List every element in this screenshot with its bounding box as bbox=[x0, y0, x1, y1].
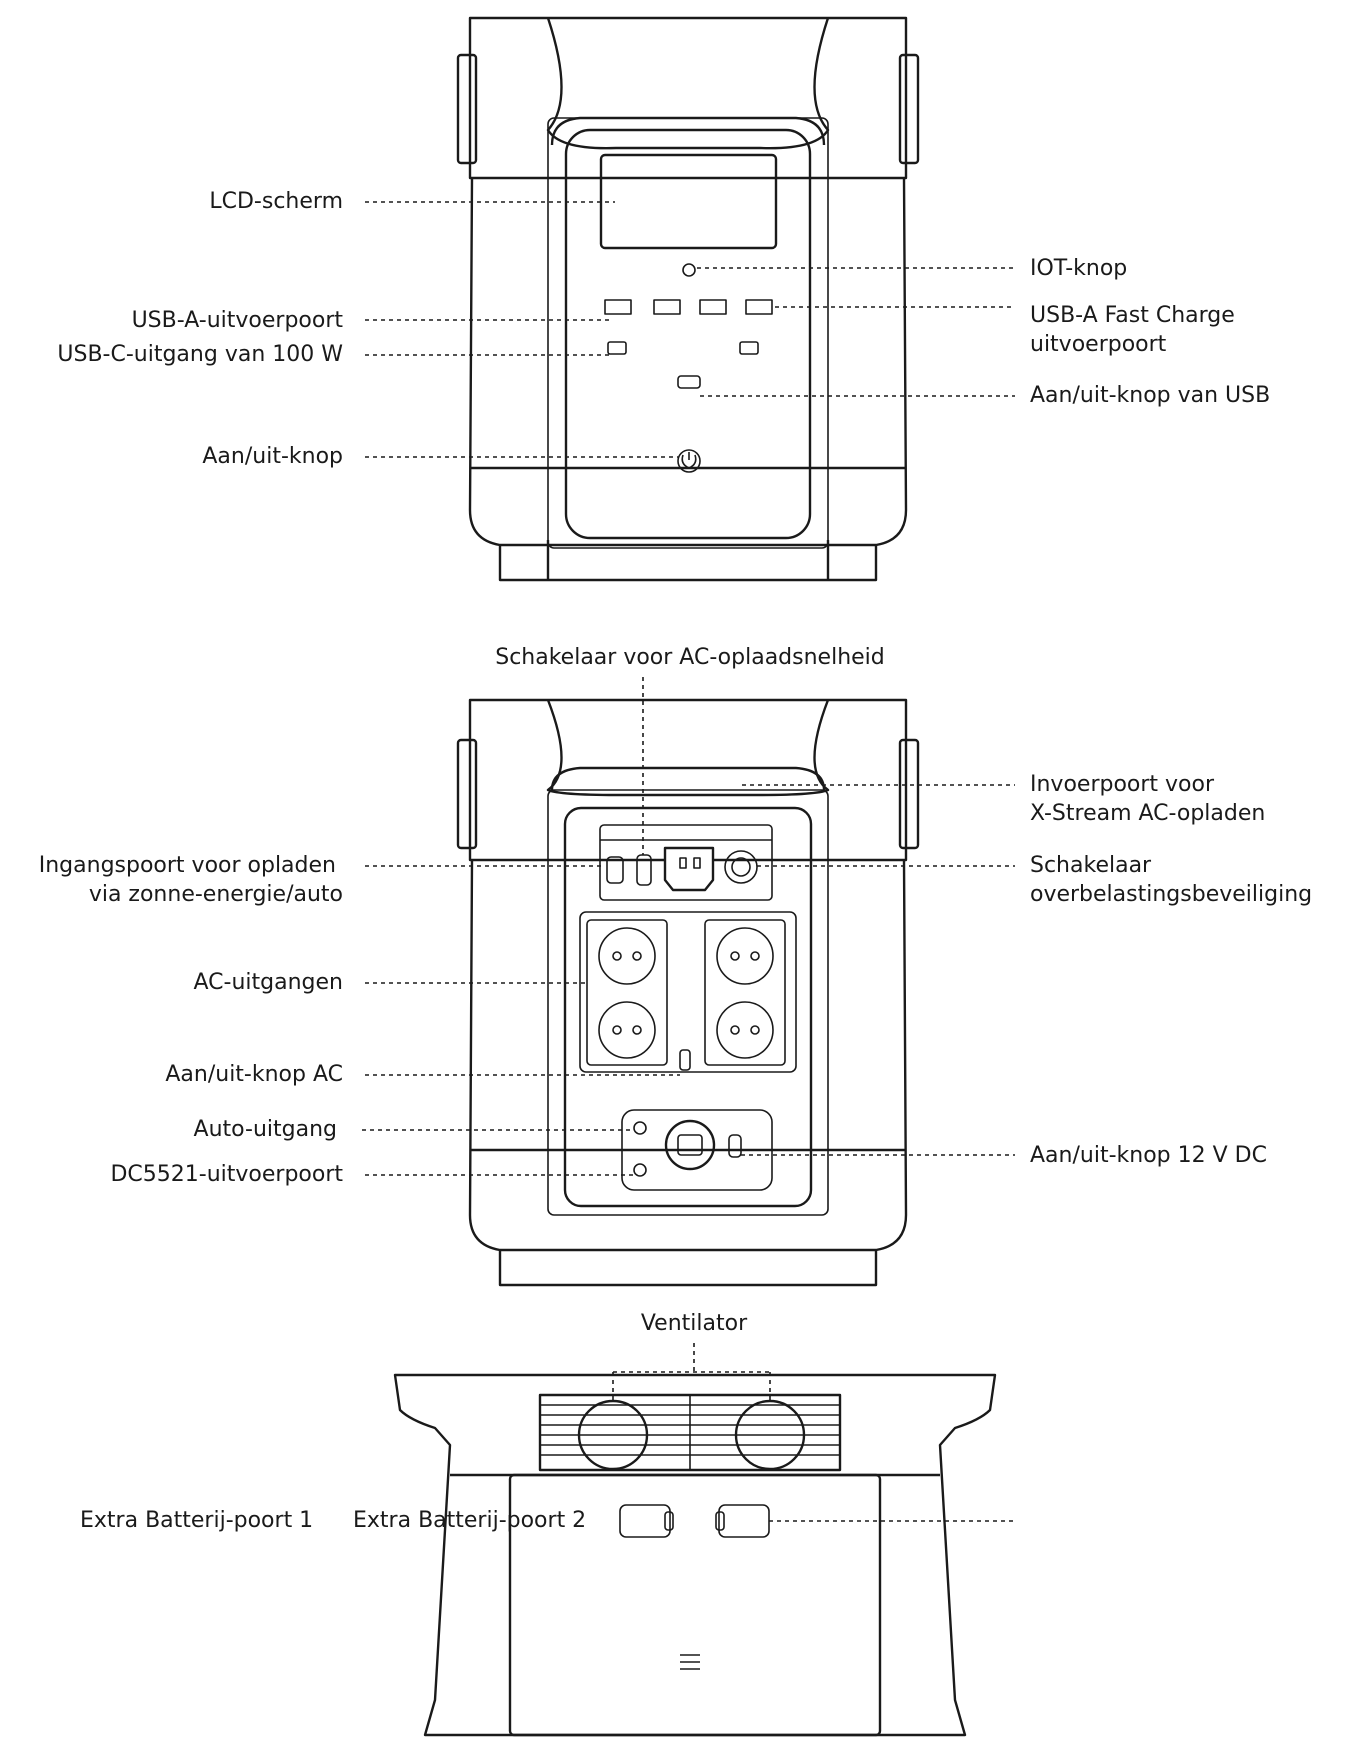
label-12v-dc-button: Aan/uit-knop 12 V DC bbox=[1030, 1143, 1267, 1168]
label-usb-c-output: USB-C-uitgang van 100 W bbox=[57, 342, 343, 367]
label-extra-battery-port-1: Extra Batterij-poort 1 bbox=[80, 1508, 313, 1533]
label-ac-charge-speed-switch: Schakelaar voor AC-oplaadsnelheid bbox=[495, 645, 885, 670]
label-ac-power-button: Aan/uit-knop AC bbox=[165, 1062, 343, 1087]
label-fan: Ventilator bbox=[641, 1311, 748, 1336]
label-dc5521-output: DC5521-uitvoerpoort bbox=[110, 1162, 343, 1187]
bottom-callouts: Ventilator Extra Batterij-poort 1 Extra … bbox=[80, 1311, 1015, 1533]
front-callouts: LCD-scherm IOT-knop USB-A-uitvoerpoort U… bbox=[57, 189, 1270, 469]
label-overload-switch: Schakelaar overbelastingsbeveiliging bbox=[1030, 853, 1312, 907]
label-usb-power-button: Aan/uit-knop van USB bbox=[1030, 383, 1270, 408]
label-power-button: Aan/uit-knop bbox=[202, 444, 343, 469]
label-ac-outputs: AC-uitgangen bbox=[194, 970, 343, 995]
front-view bbox=[456, 16, 920, 582]
label-extra-battery-port-2: Extra Batterij-poort 2 bbox=[353, 1508, 586, 1533]
label-car-output: Auto-uitgang bbox=[194, 1117, 337, 1142]
rear-callouts: Schakelaar voor AC-oplaadsnelheid Invoer… bbox=[39, 645, 1312, 1187]
rear-view bbox=[456, 698, 920, 1287]
label-lcd-screen: LCD-scherm bbox=[209, 189, 343, 214]
label-usb-a-output: USB-A-uitvoerpoort bbox=[132, 308, 344, 333]
bottom-view bbox=[393, 1373, 997, 1737]
label-iot-button: IOT-knop bbox=[1030, 256, 1127, 281]
label-xstream-input: Invoerpoort voor X-Stream AC-opladen bbox=[1030, 772, 1265, 826]
label-usb-a-fast-charge: USB-A Fast Charge uitvoerpoort bbox=[1030, 303, 1242, 357]
label-solar-car-input: Ingangspoort voor opladen via zonne-ener… bbox=[39, 853, 343, 907]
